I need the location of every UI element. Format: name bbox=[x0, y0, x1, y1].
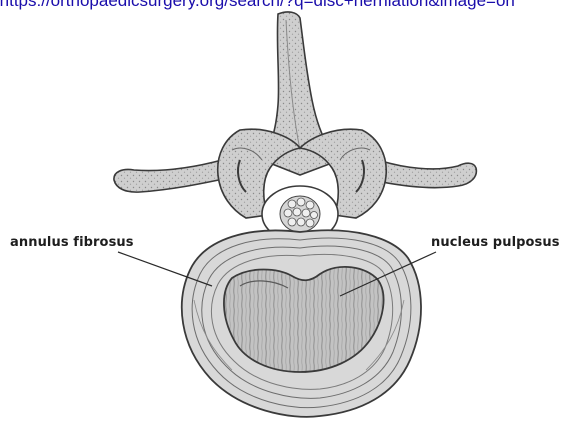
nerve-bundle bbox=[280, 196, 320, 232]
transverse-process-left bbox=[114, 160, 228, 192]
annulus-fibrosus-label: annulus fibrosus bbox=[10, 235, 134, 250]
nucleus-pulposus-label: nucleus pulposus bbox=[431, 235, 560, 250]
transverse-process-right bbox=[372, 160, 476, 188]
